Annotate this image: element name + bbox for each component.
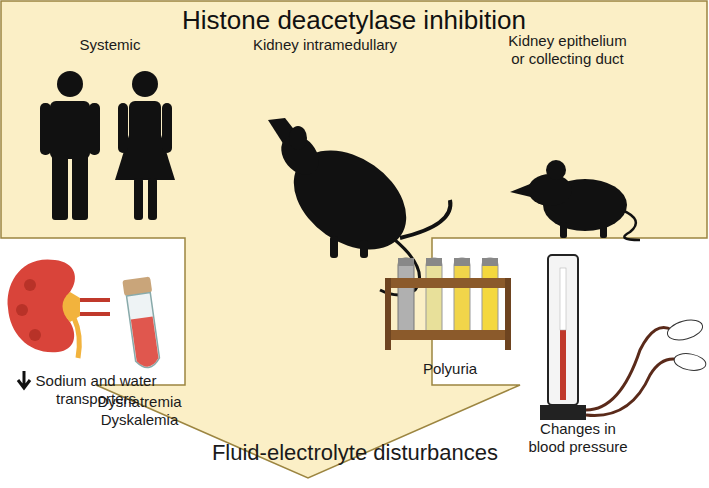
kidney-icon	[8, 259, 110, 358]
blood-tube	[122, 276, 162, 369]
label: Fluid-electrolyte disturbances	[150, 440, 560, 466]
label: Kidney epithelium or collecting duct	[500, 32, 635, 68]
man-silhouette	[40, 71, 100, 220]
sphygmomanometer	[540, 255, 707, 420]
rat-silhouette	[268, 118, 450, 295]
woman-silhouette	[115, 71, 175, 220]
panel-arrow-shape	[1, 1, 707, 478]
label: Changes in blood pressure	[522, 420, 634, 456]
label: Kidney intramedullary	[240, 36, 410, 54]
decrease-arrow	[18, 371, 30, 388]
label: Systemic	[40, 36, 180, 54]
mouse-silhouette	[510, 160, 640, 240]
tube-rack	[385, 258, 511, 350]
label: Dysnatremia Dyskalemia	[92, 393, 187, 429]
panel-title: Histone deacetylase inhibition	[1, 5, 707, 36]
label: Polyuria	[405, 360, 495, 378]
